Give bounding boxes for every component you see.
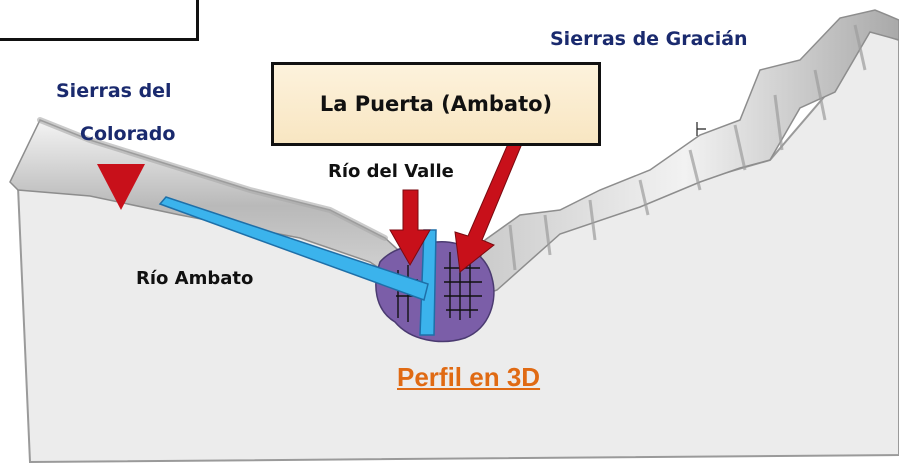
label-sierras-del-colorado-line1: Sierras del — [56, 80, 172, 102]
la-puerta-callout: La Puerta (Ambato) — [271, 62, 601, 146]
colorado-marker — [97, 164, 145, 210]
tick-mark — [696, 122, 706, 136]
la-puerta-arrow — [454, 129, 527, 273]
rio-valle-arrow — [389, 189, 431, 267]
label-rio-ambato: Río Ambato — [136, 268, 254, 289]
rio-ambato-channel — [158, 196, 429, 301]
rio-del-valle-channel — [419, 229, 437, 336]
perfil-3d-link[interactable]: Perfil en 3D — [397, 362, 541, 392]
label-sierras-del-colorado-line2: Colorado — [80, 123, 176, 145]
label-rio-del-valle: Río del Valle — [328, 161, 454, 182]
inset-box — [0, 0, 199, 41]
right-ridge-folds — [508, 24, 867, 271]
label-sierras-de-gracian: Sierras de Gracián — [550, 28, 748, 50]
right-ridge — [468, 9, 899, 302]
label-la-puerta: La Puerta (Ambato) — [319, 92, 553, 116]
left-ridge-crest — [37, 117, 388, 241]
